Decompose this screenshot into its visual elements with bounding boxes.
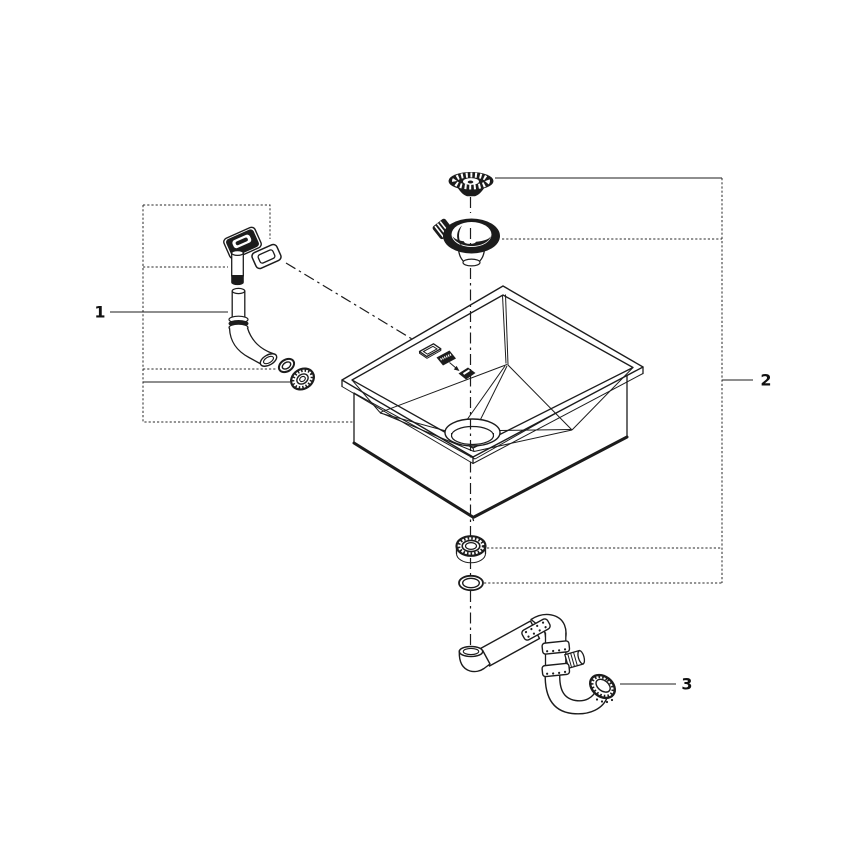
overflow-pipe-elbow [228,287,278,367]
overflow-pipe-upper [231,250,244,286]
locking-ring [455,535,487,564]
trap-clamp-ring [521,618,551,641]
strainer-plug [448,172,494,197]
o-ring-seal [458,574,484,592]
sink-basin [341,285,644,522]
overflow-seal-ring [277,357,296,374]
strainer-basket [432,218,500,267]
drain-opening [444,418,501,447]
overflow-assembly [223,226,315,391]
callout-1-label: 1 [94,303,105,322]
callout-3-label: 3 [681,675,692,694]
overflow-nut [290,367,315,391]
trap-outlet-ring [589,673,616,700]
logo-badge [436,350,456,366]
badge-arrow [449,362,460,371]
callout-2-bracket: 2 [484,177,772,584]
overflow-gasket [251,243,282,270]
callout-1-bracket: 1 [94,204,354,423]
assembly-axis-diagonal [285,262,413,340]
rim-overflow-hole [418,343,442,359]
trap-flange-lower [541,662,571,678]
callout-3: 3 [620,675,693,694]
fastening-clip [458,367,476,380]
trap-flange-upper [541,640,571,655]
trap-side-nut [564,649,586,669]
drain-trap [458,613,616,715]
callout-2-label: 2 [760,371,771,390]
